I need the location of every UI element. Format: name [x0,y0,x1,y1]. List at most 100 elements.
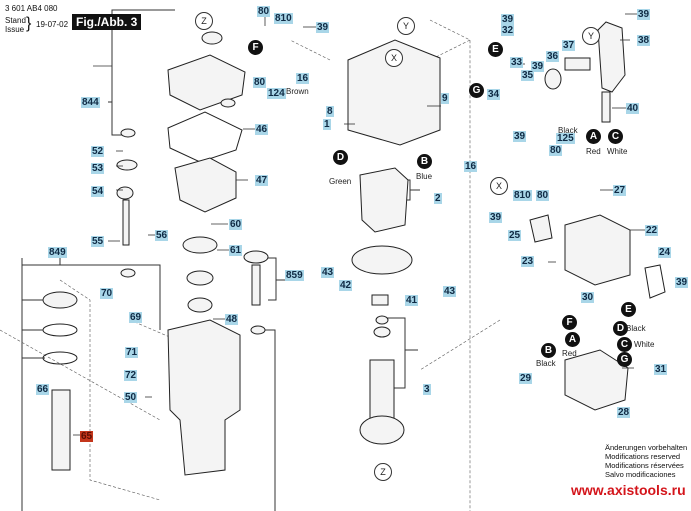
badge-d-bottom: D [613,321,628,336]
part-label-39[interactable]: 39 [513,131,527,142]
part-label-125[interactable]: 125 [556,133,575,144]
part-label-69[interactable]: 69 [129,312,143,323]
part-label-28[interactable]: 28 [617,407,631,418]
wire-label-white-bottom: White [634,340,655,349]
ref-marker-x-switch: X [490,177,508,195]
part-label-39[interactable]: 39 [675,277,689,288]
part-label-80[interactable]: 80 [257,6,271,17]
wire-label-red-bottom: Red [562,349,577,358]
note-en: Modifications reserved [605,452,681,461]
part-label-859[interactable]: 859 [285,270,304,281]
part-label-35[interactable]: 35 [521,70,535,81]
part-label-71[interactable]: 71 [125,347,139,358]
part-label-39[interactable]: 39 [637,9,651,20]
part-label-72[interactable]: 72 [124,370,138,381]
part-label-41[interactable]: 41 [405,295,419,306]
part-label-39[interactable]: 39 [489,212,503,223]
badge-c-bottom: C [617,337,632,352]
wire-label-black-b: Black [536,359,556,368]
stand-label: Stand [5,16,26,25]
part-label-46[interactable]: 46 [255,124,269,135]
part-label-52[interactable]: 52 [91,146,105,157]
part-label-54[interactable]: 54 [91,186,105,197]
part-label-39[interactable]: 39 [316,22,330,33]
badge-e-bottom: E [621,302,636,317]
part-label-844[interactable]: 844 [81,97,100,108]
part-label-32[interactable]: 32 [501,25,515,36]
part-label-810[interactable]: 810 [274,13,293,24]
part-label-53[interactable]: 53 [91,163,105,174]
bracket-859 [268,257,285,301]
part-label-48[interactable]: 48 [225,314,239,325]
part-label-47[interactable]: 47 [255,175,269,186]
part-label-8[interactable]: 8 [326,106,334,117]
part-label-16[interactable]: 16 [464,161,478,172]
part-label-43-left[interactable]: 43 [321,267,335,278]
part-label-37[interactable]: 37 [562,40,576,51]
part-label-43-right[interactable]: 43 [443,286,457,297]
note-fr: Modifications réservées [605,461,684,470]
part-label-70[interactable]: 70 [100,288,114,299]
part-label-23[interactable]: 23 [521,256,535,267]
part-label-39[interactable]: 39 [531,61,545,72]
part-label-25[interactable]: 25 [508,230,522,241]
part-label-124[interactable]: 124 [267,88,286,99]
part-label-39[interactable]: 39 [501,14,515,25]
wire-label-red-top: Red [586,147,601,156]
part-label-80[interactable]: 80 [549,145,563,156]
modifications-notice: Änderungen vorbehalten Modifications res… [605,443,687,479]
ref-marker-z-armature: Z [374,463,392,481]
part-label-55[interactable]: 55 [91,236,105,247]
part-label-34[interactable]: 34 [487,89,501,100]
part-label-36[interactable]: 36 [546,51,560,62]
note-es: Salvo modificaciones [605,470,676,479]
badge-b-bottom: B [541,343,556,358]
part-label-38[interactable]: 38 [637,35,651,46]
part-label-80[interactable]: 80 [536,190,550,201]
part-label-42[interactable]: 42 [339,280,353,291]
part-label-31[interactable]: 31 [654,364,668,375]
part-label-810[interactable]: 810 [513,190,532,201]
part-label-50[interactable]: 50 [124,392,138,403]
part-label-9[interactable]: 9 [441,93,449,104]
badge-e-top: E [488,42,503,57]
badge-g-top: G [469,83,484,98]
part-label-27[interactable]: 27 [613,185,627,196]
part-label-30[interactable]: 30 [581,292,595,303]
ref-marker-x-housing: X [385,49,403,67]
part-label-849[interactable]: 849 [48,247,67,258]
bracket-844 [108,9,175,136]
part-label-33[interactable]: 33 [510,57,524,68]
part-label-16[interactable]: 16 [296,73,310,84]
note-de: Änderungen vorbehalten [605,443,688,452]
part-label-3[interactable]: 3 [423,384,431,395]
part-label-61[interactable]: 61 [229,245,243,256]
part-label-24[interactable]: 24 [658,247,672,258]
part-label-60[interactable]: 60 [229,219,243,230]
badge-f-top: F [248,40,263,55]
part-number: 3 601 AB4 080 [5,4,58,13]
badge-c-top: C [608,129,623,144]
wire-label-black-d: Black [626,324,646,333]
wire-label-blue: Blue [416,172,433,181]
ref-marker-y-top: Y [397,17,415,35]
part-label-66[interactable]: 66 [36,384,50,395]
bearing-top [201,31,223,45]
part-label-1[interactable]: 1 [323,119,331,130]
part-label-29[interactable]: 29 [519,373,533,384]
issue-label: Issue [5,25,25,34]
badge-f-bottom: F [562,315,577,330]
part-label-2[interactable]: 2 [434,193,442,204]
part-label-65-highlighted[interactable]: 65 [80,431,94,442]
part-label-22[interactable]: 22 [645,225,659,236]
badge-a-top: A [586,129,601,144]
badge-d-motor: D [333,150,348,165]
badge-g-bottom: G [617,352,632,367]
part-label-56[interactable]: 56 [155,230,169,241]
figure-title: Fig./Abb. 3 [72,14,142,30]
ref-marker-z-top: Z [195,12,213,30]
part-label-80[interactable]: 80 [253,77,267,88]
part-label-40[interactable]: 40 [626,103,640,114]
website-watermark[interactable]: www.axistools.ru [571,482,686,498]
